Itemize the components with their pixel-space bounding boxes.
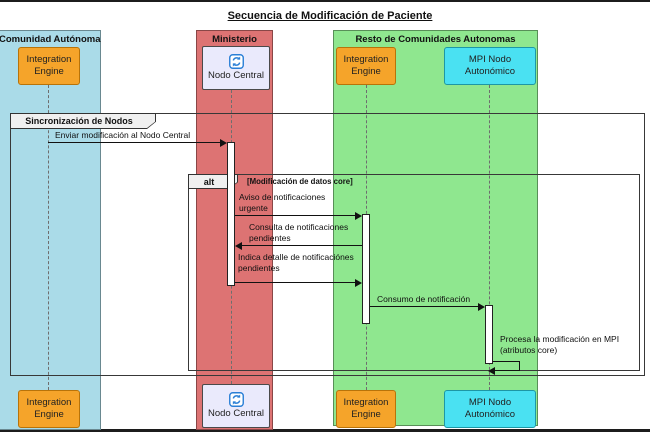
lane-comunidad-autonoma: Comunidad Autónoma [0, 30, 101, 430]
activation-mpi [485, 305, 493, 364]
bottom-border-line [0, 429, 650, 432]
lane-resto-comunidades-label: Resto de Comunidades Autonomas [355, 34, 516, 45]
sync-icon [228, 54, 244, 70]
message-label: Enviar modificación al Nodo Central [55, 130, 191, 140]
message-line [242, 245, 362, 246]
lifeline-integration-engine-left [48, 85, 49, 390]
activation-integration-engine-right [362, 214, 370, 324]
arrowhead-right-icon [355, 279, 362, 287]
message-line [235, 215, 355, 216]
lane-ministerio-label: Ministerio [212, 34, 257, 45]
frame-sincronizacion-tab: Sincronización de Nodos [10, 113, 156, 129]
frame-alt-guard: [Modificación de datos core] [247, 177, 353, 186]
arrowhead-right-icon [478, 303, 485, 311]
participant-nodo-central-label: Nodo Central [208, 70, 264, 82]
message-line [48, 142, 220, 143]
arrowhead-right-icon [355, 212, 362, 220]
frame-sincronizacion [10, 113, 645, 376]
frame-alt-label: alt [189, 175, 237, 188]
participant-integration-engine-left-bottom: Integration Engine [18, 390, 80, 428]
participant-nodo-central-top: Nodo Central [202, 46, 270, 90]
frame-sincronizacion-label: Sincronización de Nodos [11, 114, 155, 128]
top-border-line [0, 0, 650, 2]
sync-icon [228, 392, 244, 408]
participant-integration-engine-right-top: Integration Engine [336, 47, 396, 85]
participant-mpi-bottom: MPI Nodo Autonómico [444, 390, 536, 428]
message-label: Consumo de notificación [377, 294, 471, 304]
participant-integration-engine-right-bottom: Integration Engine [336, 390, 396, 428]
message-line [235, 282, 355, 283]
message-label: Indica detalle de notificaciónes pendien… [238, 252, 354, 274]
activation-nodo-central [227, 142, 235, 286]
arrowhead-right-icon [220, 139, 227, 147]
message-label: Consulta de notificaciones pendientes [249, 222, 349, 244]
frame-alt [188, 174, 640, 371]
diagram-title: Secuencia de Modificación de Paciente [227, 10, 433, 22]
self-message-line-side [519, 361, 520, 371]
participant-nodo-central-bottom: Nodo Central [202, 384, 270, 428]
self-message-line-bottom [495, 370, 520, 371]
arrowhead-left-icon [488, 367, 495, 375]
lifeline-mpi [489, 85, 490, 390]
self-message-line-top [493, 361, 520, 362]
frame-alt-tab: alt [188, 174, 238, 189]
message-label: Procesa la modificación en MPI (atributo… [500, 334, 620, 356]
arrowhead-left-icon [235, 242, 242, 250]
participant-integration-engine-left-top: Integration Engine [18, 47, 80, 85]
participant-nodo-central-label: Nodo Central [208, 408, 264, 420]
message-line [370, 306, 478, 307]
lane-comunidad-autonoma-label: Comunidad Autónoma [0, 34, 101, 45]
message-label: Aviso de notificaciones urgente [239, 192, 326, 214]
participant-mpi-top: MPI Nodo Autonómico [444, 47, 536, 85]
